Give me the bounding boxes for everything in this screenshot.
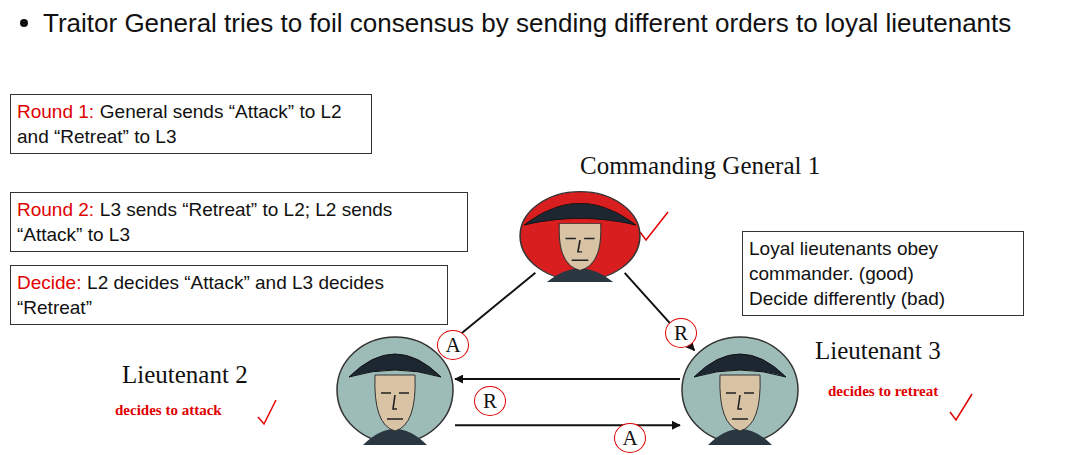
portrait-part	[559, 223, 601, 270]
portrait-part	[524, 203, 636, 225]
check-mark	[258, 400, 276, 424]
step-heading: Round 2:	[17, 199, 94, 220]
order-label: R	[665, 318, 697, 348]
portrait-icon	[518, 190, 642, 282]
portrait-part	[381, 393, 409, 419]
check-mark	[950, 394, 972, 420]
portrait-part	[375, 375, 415, 431]
check-mark	[640, 212, 668, 240]
portrait-part	[337, 337, 453, 443]
portrait-part	[682, 337, 798, 443]
note-box: Loyal lieutenants obey commander. (good)…	[742, 231, 1024, 316]
step-heading: Decide:	[17, 272, 81, 293]
order-arrow	[455, 378, 680, 380]
portrait-icon	[680, 335, 800, 445]
portrait-icon	[335, 335, 455, 445]
lieutenant-label: Lieutenant 2	[122, 361, 248, 389]
general-label: Commanding General 1	[580, 152, 820, 180]
lieutenant-label: Lieutenant 3	[815, 337, 941, 365]
note-line: Loyal lieutenants obey commander. (good)	[749, 236, 1017, 286]
decision-note: decides to attack	[115, 402, 222, 419]
decision-note: decides to retreat	[828, 383, 938, 400]
order-arrow	[455, 424, 680, 426]
portrait-part	[349, 354, 441, 377]
decide-box: Decide:L2 decides “Attack” and L3 decide…	[10, 265, 448, 325]
lieutenant-portrait: Lieutenant 3decides to retreat	[680, 335, 800, 445]
portrait-part	[520, 192, 640, 281]
portrait-part	[566, 239, 595, 261]
round-box: Round 1:General sends “Attack” to L2 and…	[10, 94, 372, 154]
slide-bullet-title: Traitor General tries to foil consensus …	[43, 7, 1058, 39]
note-line: Decide differently (bad)	[749, 286, 1017, 311]
order-label: R	[474, 386, 506, 416]
bullet-dot	[20, 19, 28, 27]
order-label: A	[614, 423, 646, 453]
portrait-part	[694, 354, 786, 377]
portrait-part	[720, 375, 760, 431]
step-heading: Round 1:	[17, 101, 94, 122]
round-box: Round 2:L3 sends “Retreat” to L2; L2 sen…	[10, 192, 468, 252]
lieutenant-portrait: Lieutenant 2decides to attack	[335, 335, 455, 445]
general-portrait: Commanding General 1	[518, 190, 642, 282]
order-label: A	[437, 330, 469, 360]
portrait-part	[726, 393, 754, 419]
